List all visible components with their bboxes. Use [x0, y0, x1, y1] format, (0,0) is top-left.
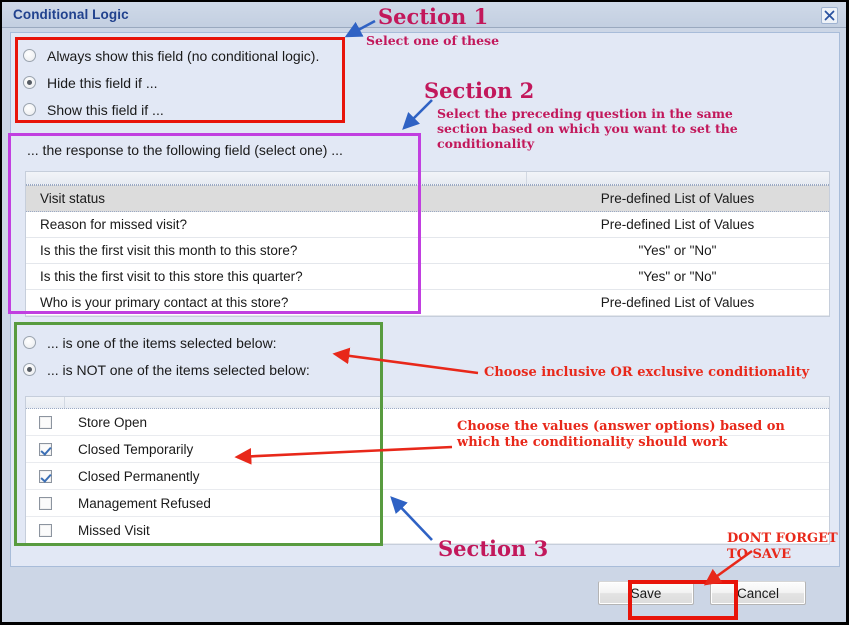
- checkbox-closed-permanently-icon[interactable]: [38, 469, 52, 483]
- dialog-body: Always show this field (no conditional l…: [10, 32, 840, 567]
- value-checkbox-cell[interactable]: [26, 415, 64, 429]
- table-row[interactable]: Is this the first visit this month to th…: [26, 238, 829, 264]
- value-checkbox-cell[interactable]: [26, 442, 64, 456]
- question-name: Visit status: [40, 191, 106, 206]
- section1-radio-group: Always show this field (no conditional l…: [19, 42, 349, 123]
- radio-hide-field-icon[interactable]: [23, 76, 36, 89]
- table-row[interactable]: Is this the first visit to this store th…: [26, 264, 829, 290]
- close-icon[interactable]: [821, 7, 838, 24]
- cancel-button[interactable]: Cancel: [710, 581, 806, 605]
- checkbox-store-open-icon[interactable]: [38, 415, 52, 429]
- radio-label-hide-field: Hide this field if ...: [47, 74, 158, 91]
- radio-label-show-field: Show this field if ...: [47, 101, 164, 118]
- value-label: Management Refused: [78, 495, 211, 511]
- radio-is-one-of-icon[interactable]: [23, 336, 36, 349]
- value-table: Store Open Closed Temporarily Closed Per…: [25, 396, 830, 545]
- column-divider: [526, 172, 527, 184]
- value-label: Closed Temporarily: [78, 441, 194, 457]
- checkbox-closed-temporarily-icon[interactable]: [38, 442, 52, 456]
- list-item[interactable]: Management Refused: [26, 490, 829, 517]
- list-item[interactable]: Missed Visit: [26, 517, 829, 544]
- radio-label-is-one-of: ... is one of the items selected below:: [47, 334, 277, 351]
- question-name: Reason for missed visit?: [40, 217, 188, 232]
- radio-row-show-field[interactable]: Show this field if ...: [19, 96, 349, 123]
- question-type: "Yes" or "No": [638, 269, 717, 284]
- question-name: Who is your primary contact at this stor…: [40, 295, 289, 310]
- table-row[interactable]: Who is your primary contact at this stor…: [26, 290, 829, 316]
- section3-radio-group: ... is one of the items selected below: …: [19, 329, 379, 383]
- question-type: "Yes" or "No": [638, 243, 717, 258]
- radio-row-always-show[interactable]: Always show this field (no conditional l…: [19, 42, 349, 69]
- radio-label-is-not-one-of: ... is NOT one of the items selected bel…: [47, 361, 310, 378]
- page-title: Conditional Logic: [13, 7, 129, 22]
- question-type: Pre-defined List of Values: [600, 217, 755, 232]
- question-name: Is this the first visit this month to th…: [40, 243, 298, 258]
- value-checkbox-cell[interactable]: [26, 496, 64, 510]
- section2-label: ... the response to the following field …: [27, 142, 343, 158]
- question-name: Is this the first visit to this store th…: [40, 269, 303, 284]
- value-label: Closed Permanently: [78, 468, 200, 484]
- question-type: Pre-defined List of Values: [600, 295, 755, 310]
- table-row[interactable]: Visit status Pre-defined List of Values: [26, 185, 829, 212]
- value-checkbox-cell[interactable]: [26, 469, 64, 483]
- table-row[interactable]: Reason for missed visit? Pre-defined Lis…: [26, 212, 829, 238]
- checkbox-missed-visit-icon[interactable]: [38, 523, 52, 537]
- dialog-titlebar: Conditional Logic: [2, 2, 846, 28]
- question-type: Pre-defined List of Values: [600, 191, 755, 206]
- dialog-footer: Save Cancel: [10, 575, 840, 617]
- radio-is-not-one-of-icon[interactable]: [23, 363, 36, 376]
- value-label: Missed Visit: [78, 522, 150, 538]
- radio-label-always-show: Always show this field (no conditional l…: [47, 47, 320, 64]
- question-table: Visit status Pre-defined List of Values …: [25, 171, 830, 317]
- radio-show-field-icon[interactable]: [23, 103, 36, 116]
- save-button[interactable]: Save: [598, 581, 694, 605]
- radio-row-is-one-of[interactable]: ... is one of the items selected below:: [19, 329, 379, 356]
- list-item[interactable]: Store Open: [26, 409, 829, 436]
- radio-row-is-not-one-of[interactable]: ... is NOT one of the items selected bel…: [19, 356, 379, 383]
- list-item[interactable]: Closed Permanently: [26, 463, 829, 490]
- list-item[interactable]: Closed Temporarily: [26, 436, 829, 463]
- radio-row-hide-field[interactable]: Hide this field if ...: [19, 69, 349, 96]
- question-table-header: [26, 172, 829, 185]
- value-label: Store Open: [78, 414, 148, 430]
- checkbox-management-refused-icon[interactable]: [38, 496, 52, 510]
- value-checkbox-cell[interactable]: [26, 523, 64, 537]
- radio-always-show-icon[interactable]: [23, 49, 36, 62]
- column-divider: [64, 397, 65, 408]
- value-table-header: [26, 397, 829, 409]
